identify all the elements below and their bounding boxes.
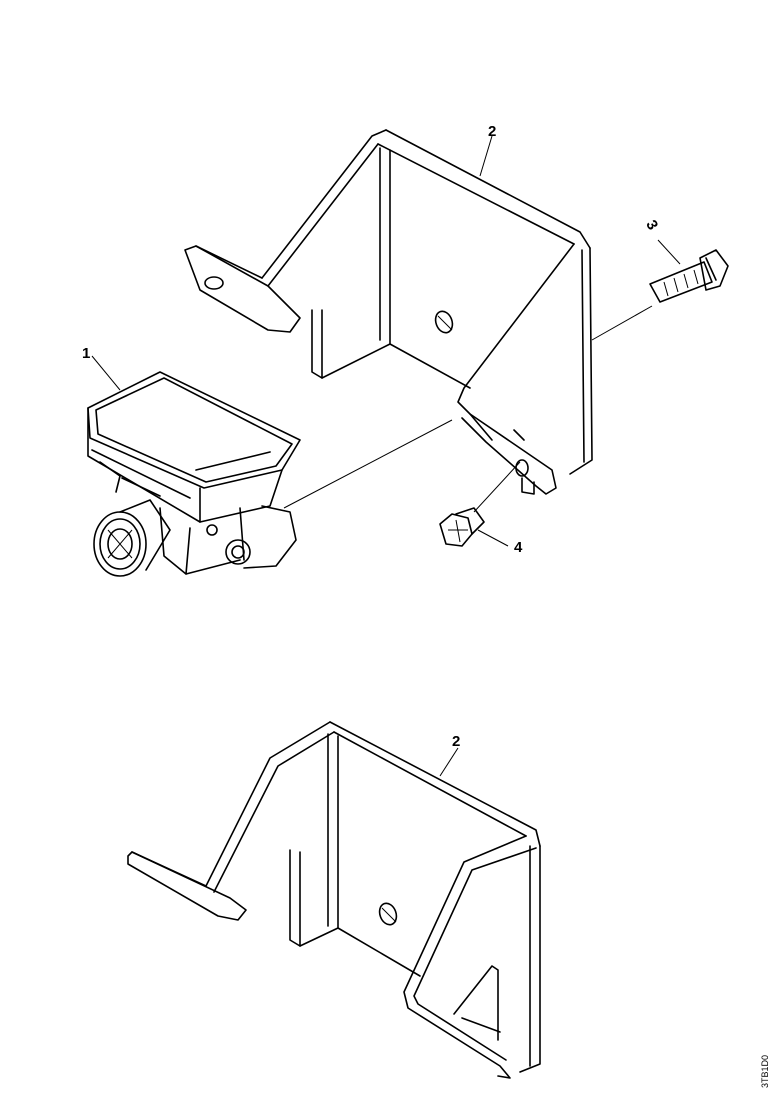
callout-bracket-bottom: 2: [452, 733, 460, 750]
callout-nut: 4: [514, 539, 523, 556]
callout-bolt: 3: [642, 217, 661, 233]
callout-sensor: 1: [82, 345, 90, 362]
leader-lines: [91, 135, 681, 777]
nut: [439, 507, 485, 547]
bolt: [649, 249, 729, 303]
callout-bracket-top: 2: [488, 123, 496, 140]
sensor-unit: [87, 371, 301, 577]
lower-bracket: [127, 721, 541, 1079]
drawing-reference: 3TB1D0: [760, 1055, 770, 1088]
upper-bracket: [184, 129, 593, 495]
